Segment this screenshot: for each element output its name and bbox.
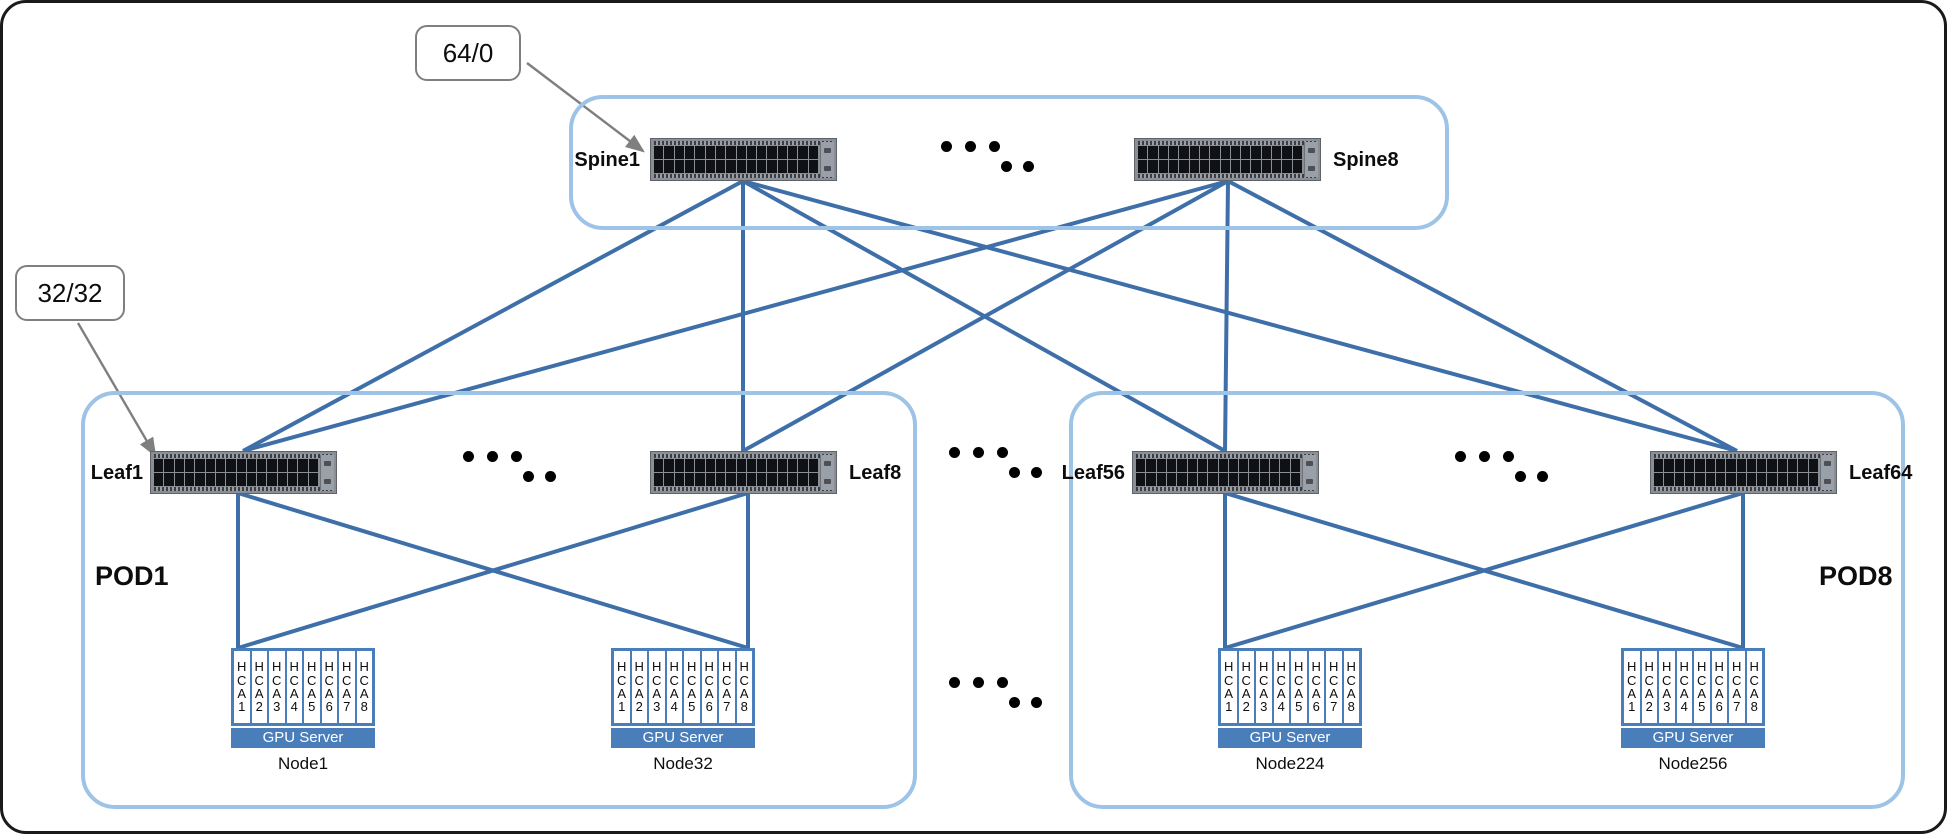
node-name-label: Node1 bbox=[277, 754, 329, 773]
switch-mgmt-panel bbox=[320, 455, 334, 490]
switch-leaf8[interactable] bbox=[650, 451, 837, 494]
switch-bottom-strip bbox=[1136, 487, 1315, 491]
switch-leaf56[interactable] bbox=[1132, 451, 1319, 494]
switch-label-leaf1: Leaf1 bbox=[90, 462, 143, 484]
gpu-server-bar: GPU Server bbox=[231, 728, 375, 748]
node-name-label: Node224 bbox=[1255, 754, 1325, 773]
switch-leaf64[interactable] bbox=[1650, 451, 1837, 494]
switch-bottom-strip bbox=[154, 487, 333, 491]
switch-spine8[interactable] bbox=[1134, 138, 1321, 181]
switch-port-array bbox=[1136, 459, 1300, 486]
switch-label-leaf8: Leaf8 bbox=[849, 462, 902, 484]
node-name-label: Node256 bbox=[1658, 754, 1728, 773]
switch-mgmt-panel bbox=[1820, 455, 1834, 490]
pod8-box bbox=[1069, 391, 1905, 809]
switch-mgmt-panel bbox=[1304, 142, 1318, 177]
ellipsis-pod8-leaves bbox=[1455, 447, 1548, 487]
gpu-server-bar: GPU Server bbox=[611, 728, 755, 748]
gpu-server-bar: GPU Server bbox=[1218, 728, 1362, 748]
pod8-label: POD8 bbox=[1819, 561, 1893, 591]
switch-label-leaf64: Leaf64 bbox=[1849, 462, 1913, 484]
switch-label-spine1: Spine1 bbox=[574, 149, 640, 171]
switch-mgmt-panel bbox=[1302, 455, 1316, 490]
switch-top-strip bbox=[654, 141, 833, 145]
ellipsis-between-pods-top bbox=[949, 443, 1042, 483]
switch-label-spine8: Spine8 bbox=[1333, 149, 1399, 171]
ellipsis-pod1-leaves bbox=[463, 447, 556, 487]
pod1-label: POD1 bbox=[95, 561, 169, 591]
switch-mgmt-panel bbox=[820, 142, 834, 177]
switch-port-array bbox=[1654, 459, 1818, 486]
pod1-box bbox=[81, 391, 917, 809]
switch-port-array bbox=[654, 459, 818, 486]
callout-spine-ports-text: 64/0 bbox=[442, 37, 494, 68]
switch-top-strip bbox=[1138, 141, 1317, 145]
callout-leaf-ports-text: 32/32 bbox=[37, 277, 103, 308]
switch-port-array bbox=[154, 459, 318, 486]
switch-top-strip bbox=[1654, 454, 1833, 458]
switch-mgmt-panel bbox=[820, 455, 834, 490]
ellipsis-between-pods-bottom bbox=[949, 673, 1042, 713]
callout-spine-ports: 64/0 bbox=[415, 25, 521, 81]
gpu-server-bar: GPU Server bbox=[1621, 728, 1765, 748]
switch-port-array bbox=[654, 146, 818, 173]
switch-leaf1[interactable] bbox=[150, 451, 337, 494]
ellipsis-spines bbox=[941, 137, 1034, 177]
spine-group-box bbox=[569, 95, 1449, 230]
switch-bottom-strip bbox=[654, 174, 833, 178]
switch-top-strip bbox=[1136, 454, 1315, 458]
switch-label-leaf56: Leaf56 bbox=[1061, 462, 1125, 484]
node-name-label: Node32 bbox=[653, 754, 713, 773]
switch-spine1[interactable] bbox=[650, 138, 837, 181]
switch-port-array bbox=[1138, 146, 1302, 173]
callout-leaf-ports: 32/32 bbox=[15, 265, 125, 321]
switch-bottom-strip bbox=[1654, 487, 1833, 491]
switch-top-strip bbox=[154, 454, 333, 458]
switch-bottom-strip bbox=[654, 487, 833, 491]
switch-top-strip bbox=[654, 454, 833, 458]
switch-bottom-strip bbox=[1138, 174, 1317, 178]
